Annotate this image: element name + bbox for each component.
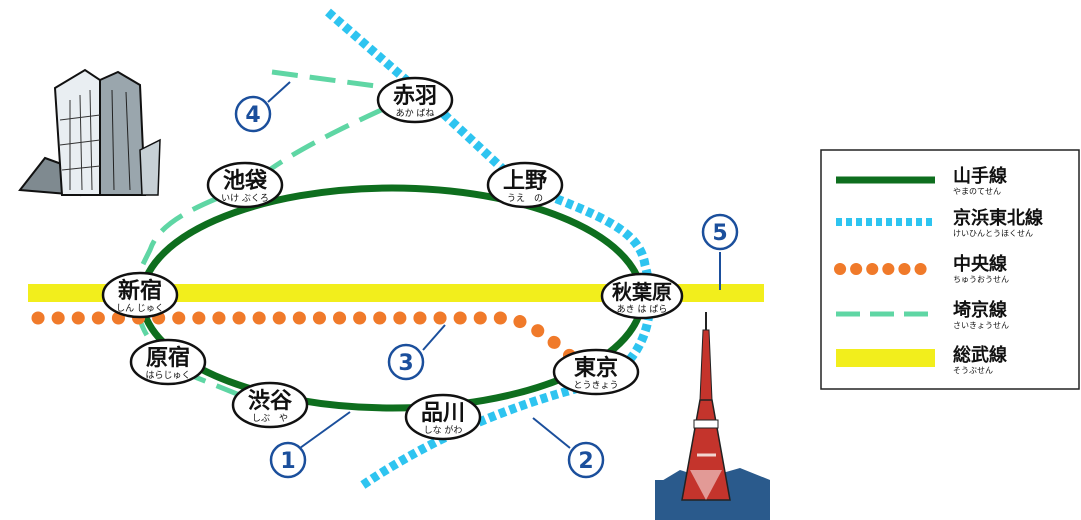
svg-text:原宿: 原宿 <box>146 345 190 371</box>
station-ueno: 上野 うえ の <box>486 161 564 209</box>
svg-text:山手線: 山手線 <box>953 165 1007 187</box>
svg-text:埼京線: 埼京線 <box>953 299 1007 321</box>
svg-text:そうぶせん: そうぶせん <box>953 366 993 375</box>
legend-item-chuo: 中央線 ちゅうおうせん <box>834 253 1009 284</box>
svg-text:2: 2 <box>578 449 593 474</box>
tokyo-tower-illustration <box>655 312 770 520</box>
saikyo-line <box>130 69 429 403</box>
chuo-line <box>31 311 597 382</box>
legend-item-keihin-tohoku: 京浜東北線 けいひんとうほくせん <box>836 207 1043 238</box>
callout-1: 1 <box>269 441 307 479</box>
svg-text:池袋: 池袋 <box>223 168 268 194</box>
svg-text:新宿: 新宿 <box>118 278 162 304</box>
svg-text:はらじゅく: はらじゅく <box>145 370 190 381</box>
svg-text:しぶ や: しぶ や <box>252 413 288 424</box>
station-akihabara: 秋葉原 あき は ばら <box>600 272 684 320</box>
svg-text:総武線: 総武線 <box>953 344 1007 366</box>
svg-text:秋葉原: 秋葉原 <box>612 280 672 304</box>
station-ikebukuro: 池袋 いけ ぶくろ <box>206 161 284 209</box>
svg-text:赤羽: 赤羽 <box>393 84 437 109</box>
svg-text:いけ ぶくろ: いけ ぶくろ <box>221 193 269 204</box>
svg-text:4: 4 <box>245 103 260 128</box>
svg-text:中央線: 中央線 <box>953 253 1007 275</box>
station-shibuya: 渋谷 しぶ や <box>231 381 309 429</box>
svg-text:やまのてせん: やまのてせん <box>953 187 1001 196</box>
svg-text:渋谷: 渋谷 <box>248 388 293 414</box>
svg-text:あき は ばら: あき は ばら <box>617 304 668 315</box>
callout-5: 5 <box>701 213 739 251</box>
svg-text:上野: 上野 <box>503 169 547 194</box>
legend-item-yamanote: 山手線 やまのてせん <box>836 165 1007 196</box>
legend-item-saikyo: 埼京線 さいきょうせん <box>836 299 1009 330</box>
svg-text:しな がわ: しな がわ <box>424 424 463 436</box>
svg-text:品川: 品川 <box>421 401 465 426</box>
station-akabane: 赤羽 あか ばね <box>376 76 454 124</box>
svg-text:3: 3 <box>398 351 413 376</box>
legend-item-sobu: 総武線 そうぶせん <box>836 344 1007 375</box>
callout-2: 2 <box>567 441 605 479</box>
callout-4: 4 <box>234 95 272 133</box>
svg-text:京浜東北線: 京浜東北線 <box>953 207 1043 229</box>
legend: 山手線 やまのてせん 京浜東北線 けいひんとうほくせん 中央線 ちゅうおうせん … <box>820 149 1080 390</box>
keihin-tohoku-line <box>325 8 655 491</box>
svg-text:しん じゅく: しん じゅく <box>116 303 164 314</box>
svg-text:東京: 東京 <box>574 355 618 381</box>
svg-text:あか ばね: あか ばね <box>396 108 435 119</box>
callout-3: 3 <box>387 343 425 381</box>
station-harajuku: 原宿 はらじゅく <box>129 338 207 386</box>
station-tokyo: 東京 とうきょう <box>552 348 640 396</box>
svg-text:うえ の: うえ の <box>507 193 543 204</box>
svg-text:とうきょう: とうきょう <box>573 380 618 391</box>
svg-text:1: 1 <box>280 449 295 474</box>
svg-text:けいひんとうほくせん: けいひんとうほくせん <box>953 229 1033 238</box>
svg-text:ちゅうおうせん: ちゅうおうせん <box>953 275 1009 284</box>
sobu-line <box>28 284 764 302</box>
legend-swatch-sobu <box>836 349 935 367</box>
svg-text:5: 5 <box>712 221 727 246</box>
skyscraper-illustration <box>18 68 161 197</box>
svg-text:さいきょうせん: さいきょうせん <box>953 321 1009 330</box>
station-shinagawa: 品川 しな がわ <box>404 393 482 441</box>
station-shinjuku: 新宿 しん じゅく <box>101 271 179 319</box>
